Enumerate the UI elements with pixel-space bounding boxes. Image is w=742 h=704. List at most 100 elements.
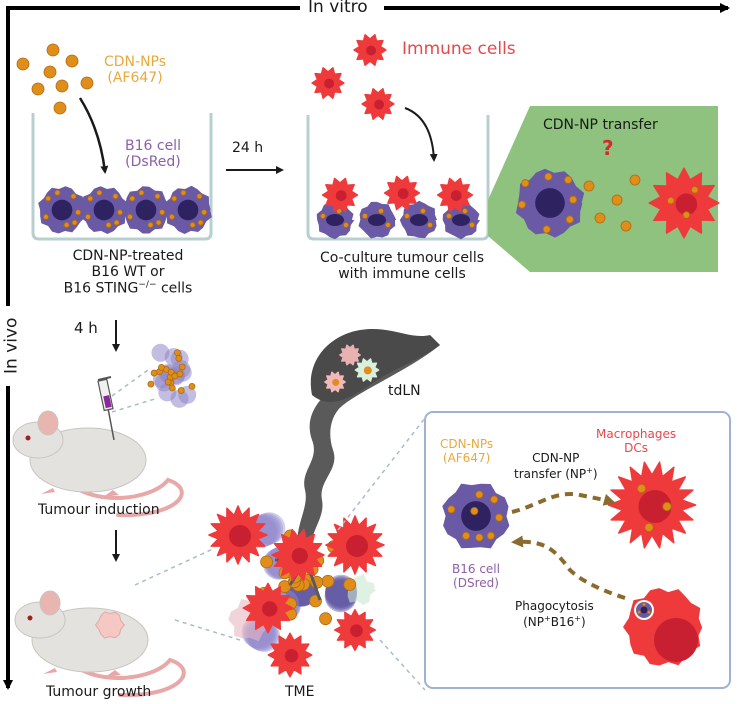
nanoparticle bbox=[644, 522, 654, 533]
nanoparticle bbox=[96, 189, 103, 196]
immune-nucleus bbox=[324, 78, 335, 89]
immune-cell bbox=[607, 461, 697, 549]
culture-well-1 bbox=[31, 113, 213, 241]
cdn-nanoparticle-cluster bbox=[16, 43, 94, 115]
nanoparticle bbox=[168, 384, 176, 392]
immune-nucleus bbox=[229, 525, 251, 547]
nanoparticle bbox=[446, 213, 452, 219]
immune-cell bbox=[333, 608, 377, 652]
nanoparticle bbox=[404, 213, 410, 219]
nanoparticle bbox=[594, 212, 606, 224]
nanoparticle bbox=[320, 213, 326, 219]
nanoparticle bbox=[189, 222, 196, 228]
time-label-4h: 4 h bbox=[74, 319, 98, 337]
b16-nucleus bbox=[410, 214, 428, 226]
nanoparticle bbox=[65, 54, 79, 68]
immune-nucleus bbox=[363, 366, 372, 375]
nanoparticle bbox=[637, 610, 642, 615]
nanoparticle bbox=[180, 189, 187, 196]
macrophage-nucleus bbox=[654, 618, 698, 662]
b16-cell bbox=[151, 343, 170, 362]
nanoparticle bbox=[447, 505, 456, 514]
nanoparticle bbox=[343, 222, 349, 228]
nanoparticle bbox=[164, 378, 172, 386]
immune-nucleus bbox=[638, 490, 672, 523]
b16-cell bbox=[358, 201, 397, 239]
mouse-tumour bbox=[94, 611, 126, 639]
lymph-node-cells bbox=[324, 344, 380, 393]
nanoparticle bbox=[462, 208, 468, 214]
immune-cell bbox=[271, 528, 325, 582]
detail-scene bbox=[442, 461, 703, 666]
detail-cdn-nps-label: CDN-NPs (AF647) bbox=[440, 437, 494, 465]
nanoparticle bbox=[420, 208, 426, 214]
zoom-dashed-line bbox=[379, 639, 426, 691]
immune-cell bbox=[267, 632, 313, 678]
nanoparticle bbox=[171, 195, 178, 202]
nanoparticle bbox=[565, 215, 574, 224]
immune-cell bbox=[321, 177, 359, 213]
nanoparticle bbox=[667, 196, 675, 205]
immune-nucleus bbox=[346, 535, 368, 557]
nanoparticle bbox=[42, 213, 49, 220]
nanoparticle bbox=[636, 483, 647, 494]
immune-nucleus bbox=[675, 193, 698, 215]
mouse-ear bbox=[37, 410, 59, 436]
tumour-induction-label: Tumour induction bbox=[38, 502, 160, 518]
b16-cell bbox=[515, 168, 585, 238]
b16-nucleus bbox=[51, 199, 73, 221]
nanoparticle bbox=[168, 213, 175, 220]
nanoparticle bbox=[55, 79, 69, 93]
mouse-tumour-induction bbox=[12, 410, 184, 518]
injected-cell-aggregate bbox=[147, 343, 197, 408]
mouse-eye bbox=[25, 435, 31, 441]
tumour-microenvironment bbox=[208, 505, 385, 678]
nanoparticle bbox=[46, 43, 60, 57]
nanoparticle bbox=[542, 225, 551, 234]
b16-nucleus bbox=[461, 501, 491, 531]
nanoparticle bbox=[646, 610, 651, 615]
b16-cell bbox=[442, 201, 481, 240]
nanoparticle bbox=[70, 193, 77, 200]
nanoparticle bbox=[201, 209, 208, 216]
nanoparticle bbox=[385, 222, 391, 228]
nanoparticle bbox=[521, 179, 530, 188]
nanoparticle bbox=[260, 555, 273, 569]
nanoparticle bbox=[126, 213, 133, 220]
immune-nucleus bbox=[366, 45, 377, 56]
immune-cells-label: Immune cells bbox=[402, 39, 516, 59]
zoom-dashed-line bbox=[111, 369, 149, 397]
b16-cell-row bbox=[38, 185, 212, 234]
immune-nucleus bbox=[397, 188, 409, 200]
nanoparticle bbox=[486, 531, 495, 540]
nanoparticle bbox=[662, 501, 672, 512]
immune-nucleus bbox=[262, 601, 278, 617]
immune-cell bbox=[361, 88, 395, 120]
nanoparticle bbox=[629, 174, 641, 186]
immune-cells-free bbox=[311, 34, 395, 120]
b16-nucleus bbox=[368, 214, 386, 226]
immune-cell bbox=[648, 167, 720, 239]
immune-cell bbox=[383, 175, 421, 211]
zoom-dashed-line bbox=[134, 547, 216, 586]
nanoparticle bbox=[150, 369, 158, 377]
nanoparticle bbox=[475, 490, 484, 499]
immune-nucleus bbox=[347, 352, 354, 359]
dosing-arrow bbox=[78, 97, 109, 174]
immune-cell bbox=[242, 582, 294, 634]
transfer-panel-title: CDN-NP transfer bbox=[543, 117, 658, 133]
in-vivo-label: In vivo bbox=[1, 317, 22, 374]
nanoparticle bbox=[71, 219, 78, 226]
b16-cell bbox=[442, 483, 510, 549]
nanoparticle bbox=[105, 222, 112, 228]
nanoparticle bbox=[174, 349, 181, 357]
nanoparticle bbox=[63, 222, 70, 228]
well1-caption: CDN-NP-treated B16 WT or B16 STING−/− ce… bbox=[63, 248, 193, 297]
immune-nucleus bbox=[291, 547, 308, 565]
immune-addition-arrow bbox=[404, 107, 438, 162]
tme-label: TME bbox=[285, 684, 315, 700]
nanoparticle bbox=[611, 194, 623, 206]
nanoparticle bbox=[470, 507, 479, 516]
phagocytosis-arrow bbox=[511, 535, 626, 600]
